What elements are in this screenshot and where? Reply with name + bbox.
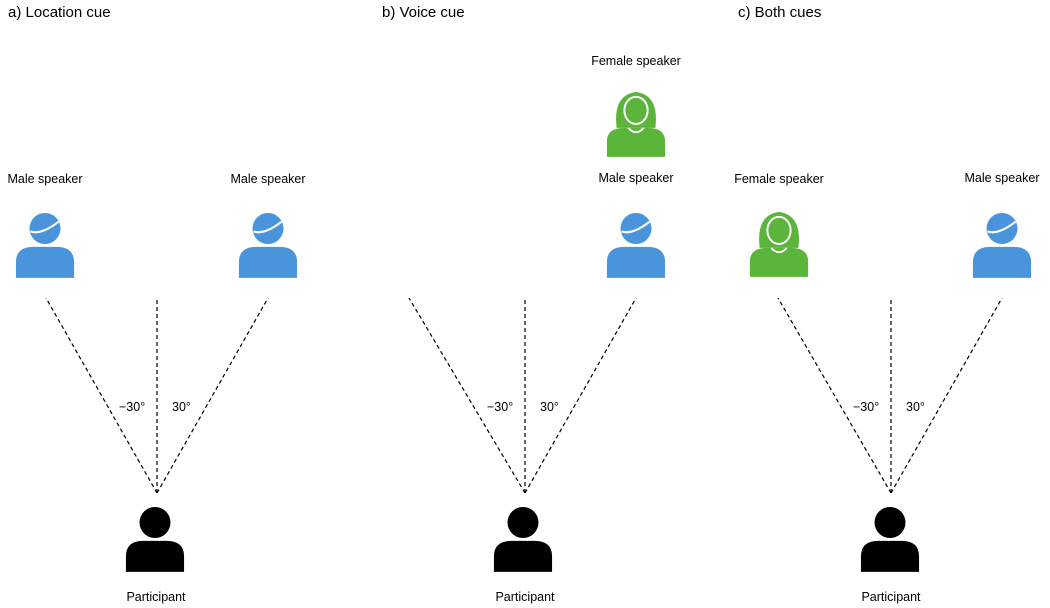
participant-icon <box>492 504 554 572</box>
right-speaker-label: Male speaker <box>598 171 674 185</box>
participant-label: Participant <box>861 590 921 604</box>
angle-right-label: 30° <box>540 400 559 414</box>
angle-left-label: −30° <box>487 400 514 414</box>
sight-lines <box>777 297 1003 494</box>
right-speaker-label: Male speaker <box>964 171 1040 185</box>
male-speaker-icon <box>605 210 667 278</box>
panel-title: a) Location cue <box>8 4 111 21</box>
panel-both-cues: c) Both cues Female speaker Male speaker… <box>700 0 1050 608</box>
male-speaker-icon <box>237 210 299 278</box>
left-speaker-label: Male speaker <box>7 172 83 186</box>
angle-left-label: −30° <box>119 400 146 414</box>
participant-label: Participant <box>126 590 186 604</box>
female-speaker-icon <box>748 208 810 278</box>
angle-right-label: 30° <box>906 400 925 414</box>
angle-right-label: 30° <box>172 400 191 414</box>
sight-lines <box>45 297 269 494</box>
panel-title: b) Voice cue <box>382 4 465 21</box>
male-speaker-icon <box>14 210 76 278</box>
panel-voice-cue: b) Voice cue Female speaker Male speaker… <box>350 0 700 608</box>
top-speaker-label: Female speaker <box>591 54 681 68</box>
participant-label: Participant <box>495 590 555 604</box>
sight-lines <box>408 297 637 494</box>
panel-title: c) Both cues <box>738 4 822 21</box>
male-speaker-icon <box>971 210 1033 278</box>
panel-location-cue: a) Location cue Male speaker Male speake… <box>0 0 350 608</box>
participant-icon <box>859 504 921 572</box>
female-speaker-icon <box>605 88 667 158</box>
right-speaker-label: Male speaker <box>230 172 306 186</box>
left-speaker-label: Female speaker <box>734 172 824 186</box>
angle-left-label: −30° <box>853 400 880 414</box>
participant-icon <box>124 504 186 572</box>
